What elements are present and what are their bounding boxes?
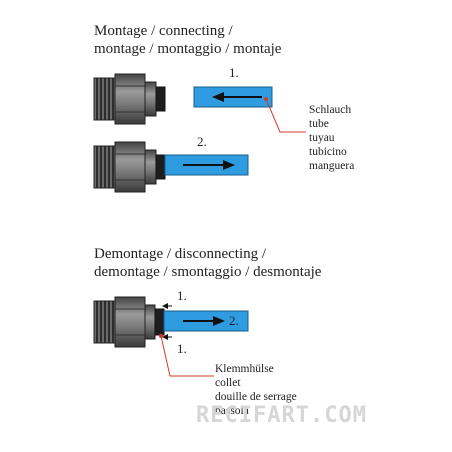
fitting-2-body	[144, 149, 157, 185]
tube-3	[163, 310, 249, 332]
connecting-title-line1: Montage / connecting /	[94, 23, 233, 39]
tube-label-it: tubicino	[309, 146, 347, 158]
collet-label-it: bassola	[215, 405, 249, 417]
push-arrow-top-icon	[162, 303, 168, 309]
fitting-3-thread	[93, 300, 116, 344]
tube-1-arrow-left-icon	[212, 92, 224, 102]
tube-2	[164, 154, 249, 176]
disconnect-step-2: 2.	[229, 313, 239, 328]
collet-label-de: Klemmhülse	[215, 363, 274, 375]
fitting-2-thread	[93, 145, 116, 189]
fitting-2-collet	[155, 154, 166, 180]
fitting-1-thread	[93, 77, 116, 121]
watermark: RECIFART.COM	[196, 403, 367, 428]
collet-label-en: collet	[215, 377, 241, 389]
fitting-1-collet	[155, 86, 166, 112]
tube-label-fr: tuyau	[309, 132, 335, 144]
connect-step-1: 1.	[229, 65, 239, 80]
fitting-1	[93, 73, 166, 125]
fitting-3-collet	[154, 308, 165, 336]
disconnect-step-1-top: 1.	[177, 288, 187, 303]
fitting-3	[93, 296, 165, 348]
fitting-3-nut	[114, 296, 146, 348]
tube-leader-line	[265, 98, 306, 133]
disconnect-step-1-bottom: 1.	[177, 341, 187, 356]
tube-3-arrow-right-icon	[213, 316, 225, 326]
collet-label-list: Klemmhülse collet douille de serrage bas…	[215, 362, 297, 418]
fitting-2-nut	[114, 141, 146, 193]
tube-1	[193, 86, 273, 108]
disconnecting-title: Demontage / disconnecting / demontage / …	[94, 245, 321, 281]
collet-label-fr: douille de serrage	[215, 391, 297, 403]
tube-2-arrow-right-icon	[223, 160, 235, 170]
connecting-title-line2: montage / montaggio / montaje	[94, 41, 282, 57]
fitting-2	[93, 141, 166, 193]
fitting-1-nut	[114, 73, 146, 125]
disconnecting-title-line1: Demontage / disconnecting /	[94, 246, 267, 262]
fitting-1-body	[144, 81, 157, 117]
tube-label-list: Schlauch tube tuyau tubicino manguera	[309, 103, 354, 173]
tube-label-es: manguera	[309, 160, 355, 172]
connecting-title: Montage / connecting / montage / montagg…	[94, 22, 281, 58]
connect-step-2: 2.	[197, 134, 207, 149]
tube-label-de: Schlauch	[309, 104, 352, 116]
collet-leader-line	[160, 335, 214, 377]
tube-label-en: tube	[309, 118, 329, 130]
fitting-3-body	[144, 304, 156, 340]
push-arrow-bottom-icon	[162, 334, 168, 340]
disconnecting-title-line2: demontage / smontaggio / desmontaje	[94, 264, 322, 280]
